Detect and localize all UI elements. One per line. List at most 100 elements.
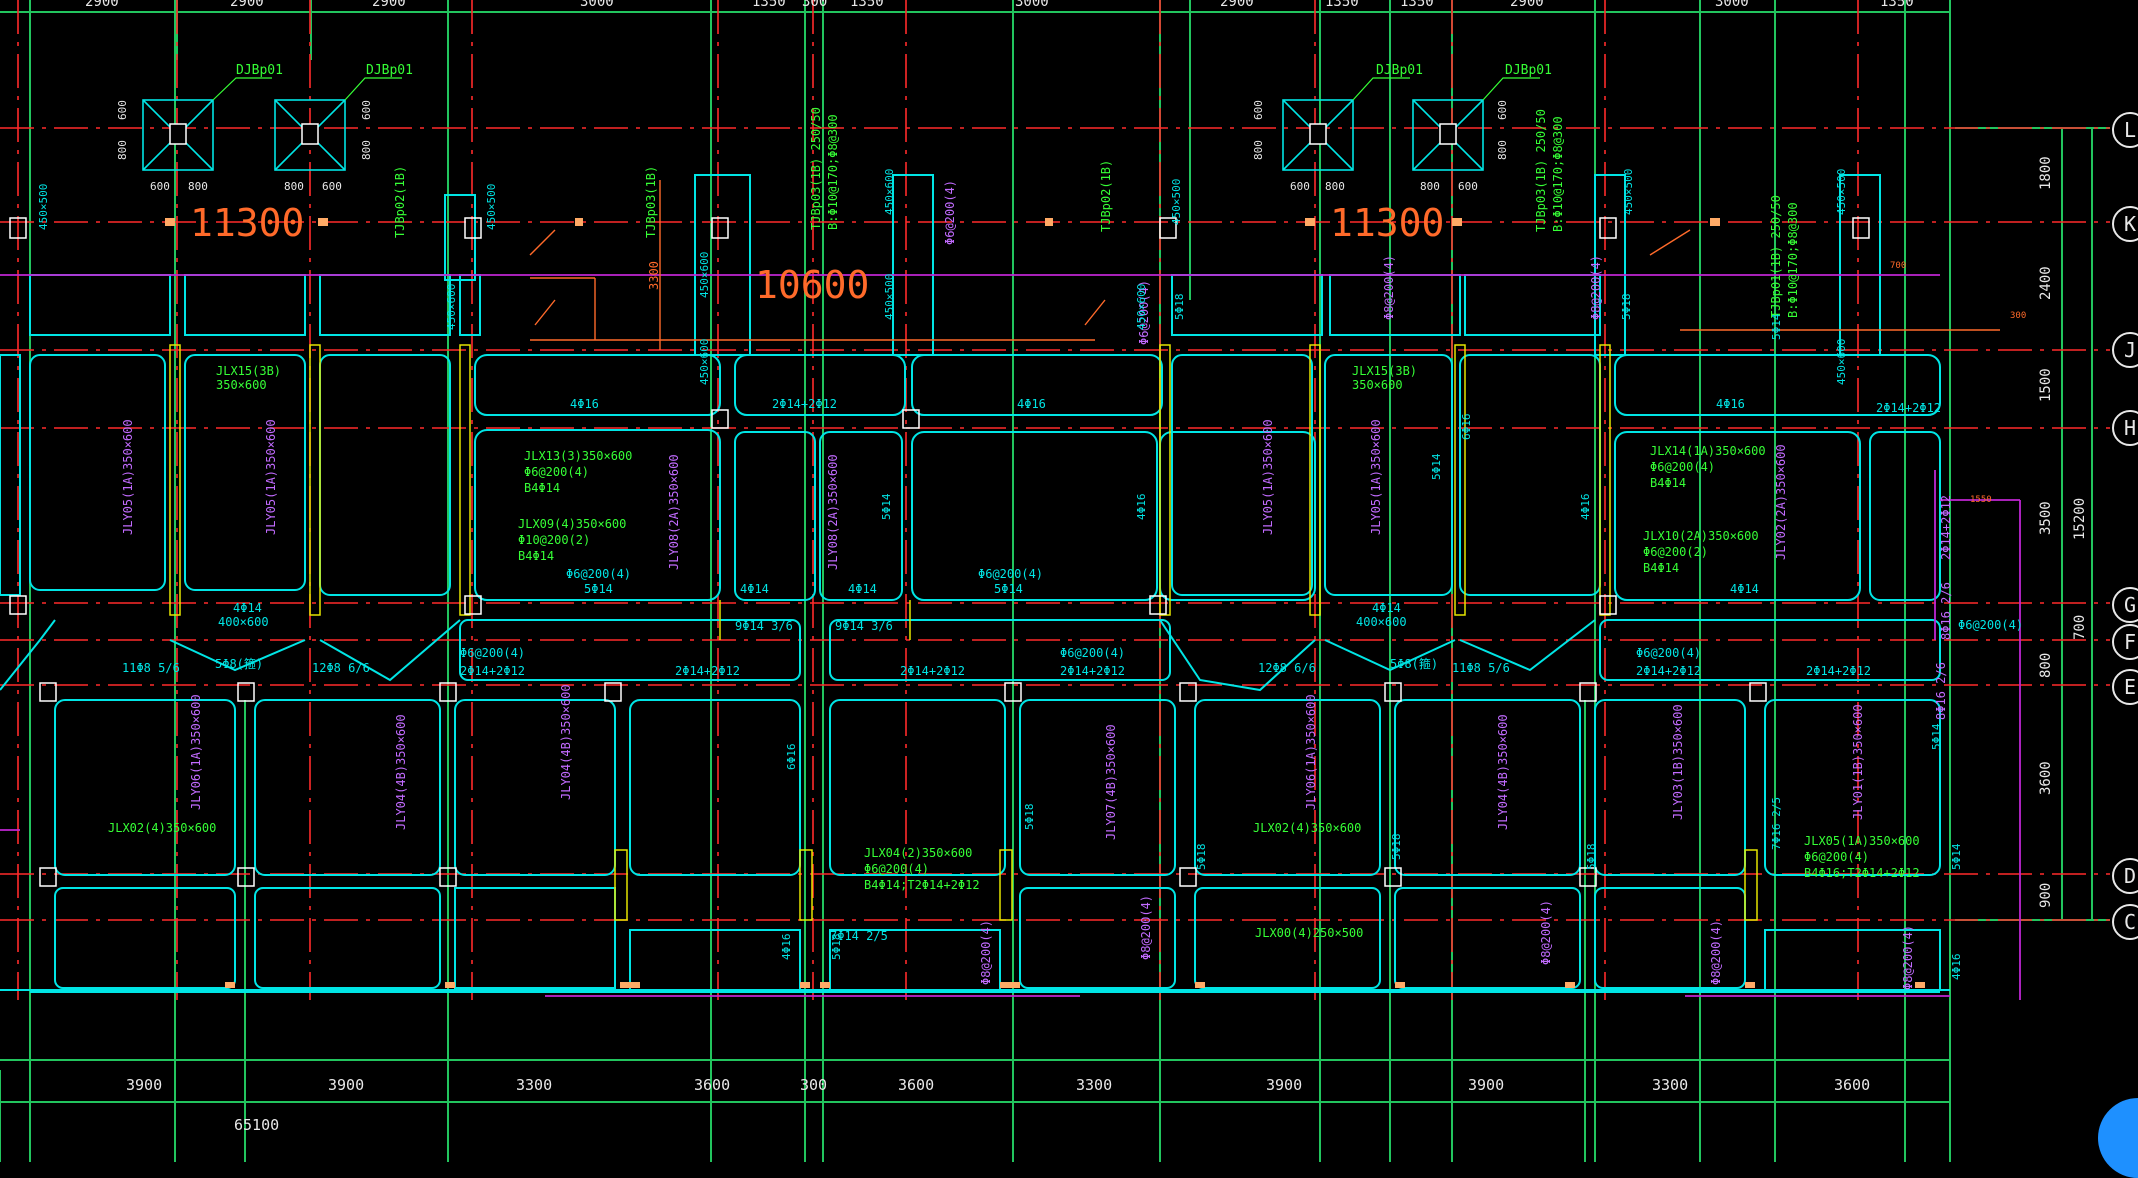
axis-E: E — [2124, 675, 2136, 699]
ann-jly04-1: JLY04(4B)350×600 — [394, 714, 408, 830]
bottom-dim-11: 3600 — [1834, 1076, 1870, 1094]
ann-4f16-v4: 4Φ16 — [1950, 954, 1963, 981]
ann-jlx04-s: Φ6@200(4) — [864, 862, 929, 876]
ann-sec-450-500-4: 450×500 — [1170, 179, 1183, 225]
axis-H: H — [2124, 416, 2136, 440]
ann-jly04-3: JLY04(4B)350×600 — [559, 684, 573, 800]
right-dimension-labels: 1800 2400 1500 3500 15200 700 800 3600 9… — [2038, 156, 2088, 908]
pc-dim-13: 800 — [1252, 140, 1265, 160]
ann-4f14-4: 4Φ14 — [233, 601, 262, 615]
pile-cap-label-1: DJBp01 — [236, 63, 283, 78]
ann-sec-1: 350×600 — [216, 378, 267, 392]
ann-12f8-1: 12Φ8 6/6 — [312, 661, 370, 675]
ann-jly04-2: JLY04(4B)350×600 — [1496, 714, 1510, 830]
big-dim-1: 11300 — [190, 201, 304, 245]
ann-jlx10-b: B4Φ14 — [1643, 561, 1679, 575]
ann-2f14-v: 2Φ14+2Φ12 — [1939, 495, 1953, 560]
ann-300: 300 — [2010, 311, 2026, 321]
ann-5f16-v1: 5Φ14 — [1430, 453, 1443, 480]
ann-4f16-3: 4Φ16 — [1716, 397, 1745, 411]
ann-4f16-2: 4Φ16 — [1017, 397, 1046, 411]
top-dimension-labels: 2900 2900 2900 3000 1350 300 1350 3000 2… — [85, 0, 1914, 10]
ann-sec-450-600-6: 450×600 — [1835, 339, 1848, 385]
pile-cap-label-3: DJBp01 — [1376, 63, 1423, 78]
ann-f8-3: Φ8@200(4) — [1139, 895, 1153, 960]
ann-5f18-v2: 5Φ18 — [1173, 294, 1186, 321]
ann-2f14-7: 2Φ14+2Φ12 — [1636, 664, 1701, 678]
ann-4f14-3: 4Φ14 — [1730, 582, 1759, 596]
vertical-dim: 3300 — [647, 261, 661, 290]
ann-sec-450-600-2: 450×600 — [698, 252, 711, 298]
ann-11f8-2: 11Φ8 5/6 — [1452, 661, 1510, 675]
ann-1550: 1550 — [1970, 495, 1992, 505]
bottom-dim-7: 3300 — [1076, 1076, 1112, 1094]
ann-tjbp03-rebar: B:Φ10@170;Φ8@300 — [826, 114, 840, 230]
ann-jly05-1: JLY05(1A)350×600 — [121, 419, 135, 535]
ann-8f16-2: 8Φ16 2/6 — [1934, 662, 1948, 720]
axis-J: J — [2124, 338, 2136, 362]
ann-sec-400-2: 400×600 — [1356, 615, 1407, 629]
top-dim-14: 1350 — [1880, 0, 1914, 10]
right-total: 15200 — [2072, 498, 2088, 540]
top-dim-1: 2900 — [85, 0, 119, 10]
top-dim-6: 300 — [802, 0, 827, 10]
ann-sec-450-500-5: 450×500 — [1622, 169, 1635, 215]
ann-sec-400-1: 400×600 — [218, 615, 269, 629]
ann-tjbp03-1: TJBp03(1B) — [644, 166, 658, 238]
ann-5f18-v3: 5Φ18 — [1023, 804, 1036, 831]
top-dim-4: 3000 — [580, 0, 614, 10]
pc-dim-1: 600 — [150, 180, 170, 193]
ann-jlx13: JLX13(3)350×600 — [524, 449, 632, 463]
ann-jlx09-b: B4Φ14 — [518, 549, 554, 563]
axis-K: K — [2124, 212, 2136, 236]
ann-11f8-1: 11Φ8 5/6 — [122, 661, 180, 675]
ann-tjbp02-1: TJBp02(1B) — [393, 166, 407, 238]
bottom-dim-1: 3900 — [126, 1076, 162, 1094]
right-dim-2: 2400 — [2038, 266, 2054, 300]
pile-cap-labels: DJBp01 DJBp01 DJBp01 DJBp01 — [236, 63, 1552, 78]
right-dim-3: 1500 — [2038, 368, 2054, 402]
ann-jlx10: JLX10(2A)350×600 — [1643, 529, 1759, 543]
axis-bubble-labels: L K J H G F E D C — [2124, 118, 2136, 934]
ann-jlx13-b: B4Φ14 — [524, 481, 560, 495]
pile-cap-dims: 600 800 800 600 600 800 800 600 800 600 … — [116, 100, 1509, 193]
ann-jly06-1: JLY06(1A)350×600 — [189, 694, 203, 810]
axis-lines — [0, 0, 2110, 1000]
pc-dim-4: 600 — [322, 180, 342, 193]
ann-jly08-2: JLY08(2A)350×600 — [826, 454, 840, 570]
ann-f8-1: Φ8@200(4) — [1589, 255, 1603, 320]
bottom-dim-3: 3300 — [516, 1076, 552, 1094]
ann-jlx05-s: Φ6@200(4) — [1804, 850, 1869, 864]
pc-dim-6: 800 — [1325, 180, 1345, 193]
ann-jlx15-2: JLX15(3B) — [1352, 364, 1417, 378]
bottom-dim-2: 3900 — [328, 1076, 364, 1094]
ann-jly05-3: JLY05(1A)350×600 — [1261, 419, 1275, 535]
ann-sec-450-500-1: 450×500 — [37, 184, 50, 230]
ann-jlx04: JLX04(2)350×600 — [864, 846, 972, 860]
ann-jly05-2: JLY05(1A)350×600 — [264, 419, 278, 535]
ann-jly07: JLY07(4B)350×600 — [1104, 724, 1118, 840]
top-dim-10: 1350 — [1325, 0, 1359, 10]
ann-f6-5: Φ6@200(4) — [1636, 646, 1701, 660]
ann-4f16-v3: 4Φ16 — [780, 934, 793, 961]
cyan-vertical-annotations: 450×500 450×500 450×600 450×600 450×600 … — [37, 169, 1963, 980]
right-dim-1: 1800 — [2038, 156, 2054, 190]
ann-tjbp02-3: TJBp03(1B) 250/50 — [1534, 109, 1548, 232]
ann-jlx05-b: B4Φ16;T2Φ14+2Φ12 — [1804, 866, 1920, 880]
ann-jlx14-s: Φ6@200(4) — [1650, 460, 1715, 474]
pc-dim-9: 800 — [116, 140, 129, 160]
orange-dim-lines — [529, 180, 2000, 350]
bottom-dim-5: 300 — [800, 1076, 827, 1094]
right-dim-7: 3600 — [2038, 761, 2054, 795]
right-dim-5: 700 — [2072, 615, 2088, 640]
yellow-lines — [169, 344, 1758, 921]
ann-2f14-5: 2Φ14+2Φ12 — [900, 664, 965, 678]
ann-jly01: JLY01(1B)350×600 — [1851, 704, 1865, 820]
top-dim-5: 1350 — [752, 0, 786, 10]
ann-2f14-2: 2Φ14+2Φ12 — [1876, 401, 1941, 415]
pc-dim-16: 600 — [1496, 100, 1509, 120]
pile-cap-cores — [169, 123, 1457, 145]
top-dim-8: 3000 — [1015, 0, 1049, 10]
